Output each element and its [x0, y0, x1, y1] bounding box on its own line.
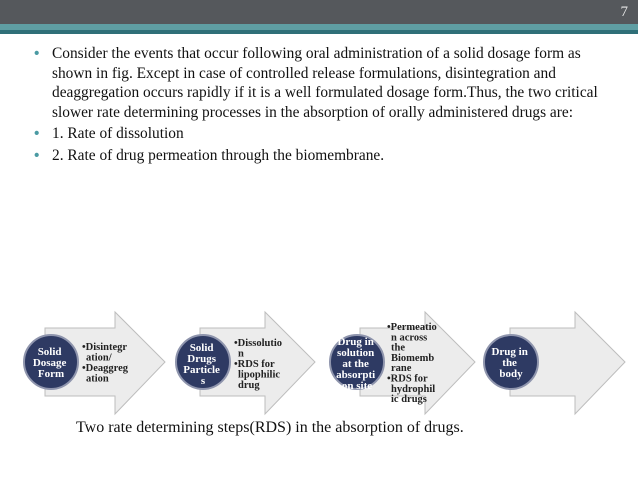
- step-circle-2-label: Solid Drugs Particle s: [183, 342, 222, 387]
- bullet-dot-icon: •: [34, 146, 40, 164]
- step-circle-2: [175, 334, 231, 390]
- step-arrow-1-label: •Disintegr ation/ •Deaggreg ation: [82, 342, 131, 385]
- flow-arrow-4: [509, 310, 626, 416]
- step-circle-1: [23, 334, 79, 390]
- step-circle-1-label: Solid Dosage Form: [33, 346, 69, 380]
- step-circle-3-label: Drug in solution at the absorpti on site: [336, 336, 378, 392]
- absorption-flow-diagram: Solid Dosage Form Solid Drugs Particle s…: [23, 310, 626, 416]
- step-circle-4-label: Drug in the body: [491, 346, 530, 380]
- flow-arrow-3: [359, 310, 476, 416]
- bullet-list: •Consider the events that occur followin…: [34, 44, 624, 167]
- bullet-dot-icon: •: [34, 45, 40, 62]
- slide-number: 7: [620, 4, 629, 20]
- step-circle-3: [329, 334, 385, 390]
- step-arrow-2-label: •Dissolutio n •RDS for lipophilic drug: [234, 338, 285, 391]
- top-header-bar: [0, 0, 638, 24]
- bullet-item: •Consider the events that occur followin…: [34, 45, 598, 121]
- flow-arrow-1: [44, 310, 166, 416]
- bullet-dot-icon: •: [34, 125, 40, 142]
- diagram-caption: Two rate determining steps(RDS) in the a…: [76, 419, 464, 436]
- step-circle-4: [483, 334, 539, 390]
- teal-accent-bar-dark: [0, 30, 638, 34]
- step-arrow-3-label: •Permeatio n across the Biomemb rane •RD…: [387, 322, 439, 405]
- bullet-item: •1. Rate of dissolution: [34, 125, 184, 142]
- teal-accent-bar: [0, 24, 638, 34]
- bullet-item: •2. Rate of drug permeation through the …: [34, 146, 385, 164]
- flow-arrow-2: [199, 310, 316, 416]
